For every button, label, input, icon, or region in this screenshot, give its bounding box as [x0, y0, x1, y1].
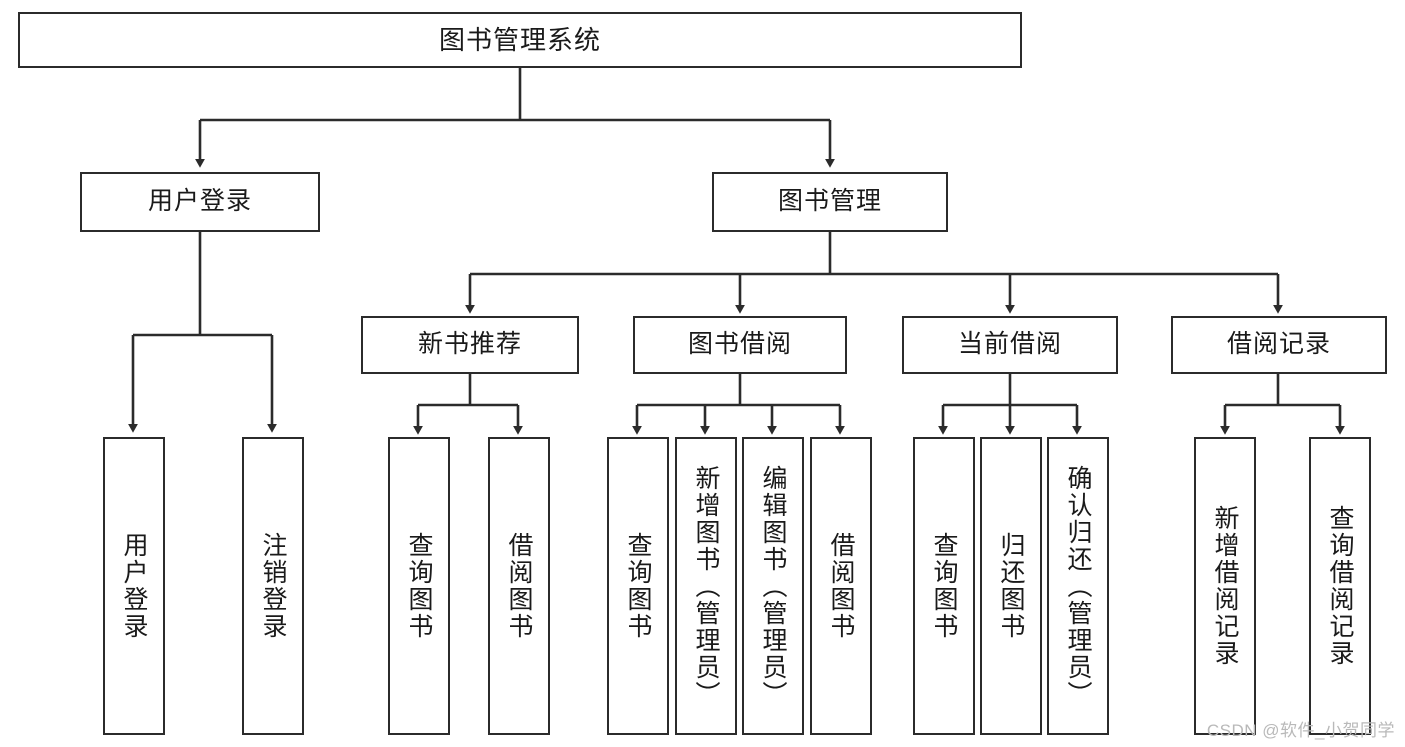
node-book-manage[interactable]: 图书管理	[712, 172, 948, 232]
node-label: 借阅图书	[505, 532, 533, 640]
node-label: 查询图书	[930, 532, 958, 640]
node-label: 查询图书	[405, 532, 433, 640]
node-book-borrow[interactable]: 图书借阅	[633, 316, 847, 374]
leaf-borrow-book[interactable]: 借阅图书	[810, 437, 872, 735]
node-current-borrow[interactable]: 当前借阅	[902, 316, 1118, 374]
node-label: 借阅图书	[827, 532, 855, 640]
node-label: 新书推荐	[417, 330, 522, 359]
node-root-library-system[interactable]: 图书管理系统	[18, 12, 1022, 68]
node-label: 归还图书	[997, 532, 1025, 640]
node-label: 编辑图书（管理员）	[759, 464, 787, 708]
leaf-query-book-current[interactable]: 查询图书	[913, 437, 975, 735]
leaf-logout[interactable]: 注销登录	[242, 437, 304, 735]
leaf-query-book-new-rec[interactable]: 查询图书	[388, 437, 450, 735]
node-label: 查询借阅记录	[1326, 505, 1354, 667]
node-label: 查询图书	[624, 532, 652, 640]
csdn-watermark: CSDN @软件_小贺同学	[1206, 721, 1395, 740]
node-label: 当前借阅	[957, 330, 1062, 359]
node-label: 图书管理	[777, 187, 882, 216]
node-label: 用户登录	[120, 532, 148, 640]
leaf-add-borrow-record[interactable]: 新增借阅记录	[1194, 437, 1256, 735]
node-label: 图书管理系统	[438, 24, 601, 55]
node-label: 确认归还（管理员）	[1064, 464, 1092, 708]
leaf-confirm-return-admin[interactable]: 确认归还（管理员）	[1047, 437, 1109, 735]
node-label: 借阅记录	[1226, 330, 1331, 359]
leaf-query-book-borrow[interactable]: 查询图书	[607, 437, 669, 735]
node-user-login[interactable]: 用户登录	[80, 172, 320, 232]
node-label: 注销登录	[259, 532, 287, 640]
leaf-query-borrow-record[interactable]: 查询借阅记录	[1309, 437, 1371, 735]
node-label: 新增图书（管理员）	[692, 464, 720, 708]
leaf-user-login[interactable]: 用户登录	[103, 437, 165, 735]
leaf-return-book[interactable]: 归还图书	[980, 437, 1042, 735]
leaf-edit-book-admin[interactable]: 编辑图书（管理员）	[742, 437, 804, 735]
node-label: 图书借阅	[687, 330, 792, 359]
node-label: 用户登录	[147, 187, 252, 216]
node-borrow-record[interactable]: 借阅记录	[1171, 316, 1387, 374]
node-new-book-recommendation[interactable]: 新书推荐	[361, 316, 579, 374]
node-label: 新增借阅记录	[1211, 505, 1239, 667]
leaf-borrow-book-new-rec[interactable]: 借阅图书	[488, 437, 550, 735]
leaf-add-book-admin[interactable]: 新增图书（管理员）	[675, 437, 737, 735]
